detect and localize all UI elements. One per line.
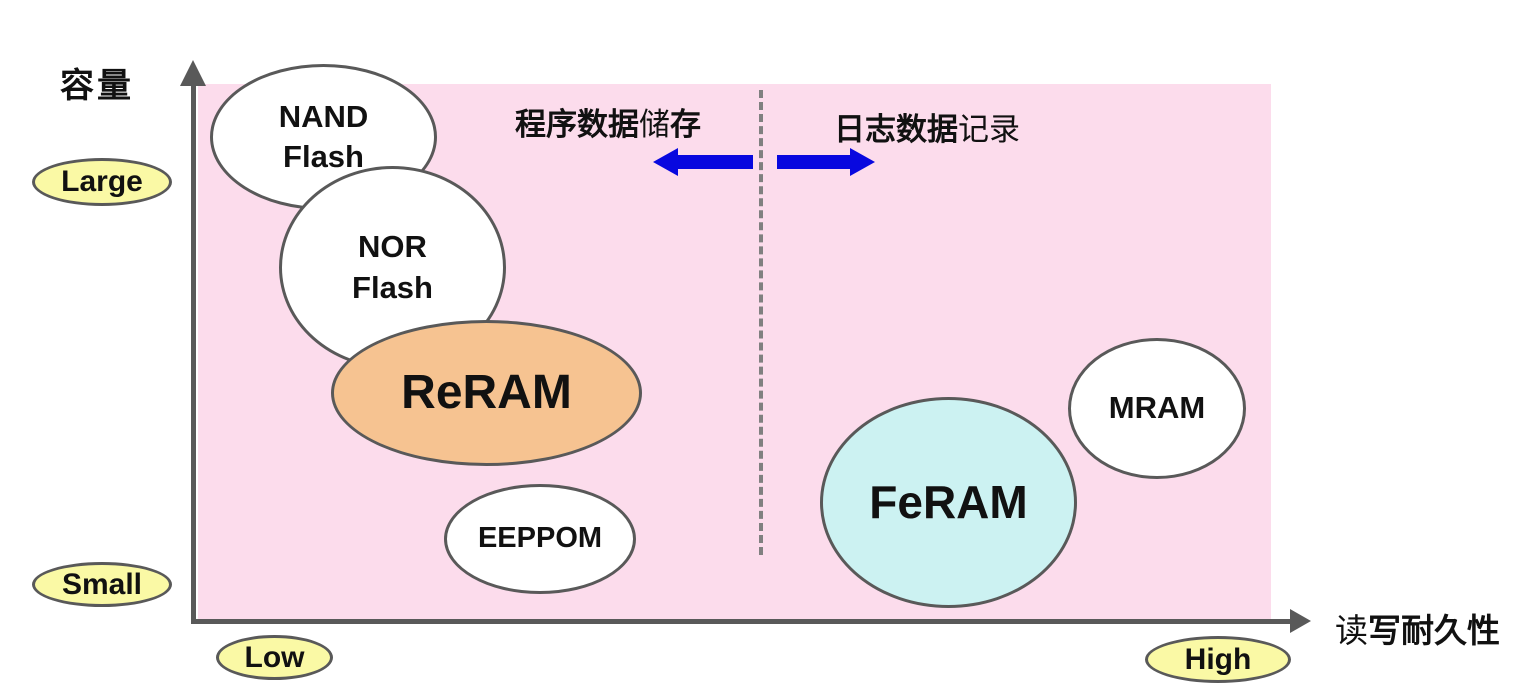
- badge-small: Small: [32, 562, 172, 607]
- region-left-bold-tail: 存: [670, 107, 701, 142]
- arrow-right-icon: [777, 148, 875, 176]
- node-feram: FeRAM: [820, 397, 1077, 608]
- x-axis-arrow-icon: [1290, 609, 1311, 633]
- node-eeppom: EEPPOM: [444, 484, 636, 594]
- region-left-bold-part: 程序数据: [515, 107, 639, 142]
- node-nand-flash-label: NAND Flash: [278, 98, 369, 174]
- region-divider-dashed-line: [759, 90, 763, 555]
- y-axis-arrow-icon: [180, 60, 206, 86]
- x-axis-title: 读写耐久性: [1335, 604, 1500, 652]
- region-label-log-data-recording: 日志数据记录: [834, 104, 1020, 149]
- node-reram: ReRAM: [331, 320, 642, 466]
- node-feram-label: FeRAM: [869, 475, 1028, 528]
- node-mram: MRAM: [1068, 338, 1246, 479]
- arrow-right-head: [850, 148, 875, 176]
- arrow-left-icon: [653, 148, 753, 176]
- node-eeppom-label: EEPPOM: [477, 522, 603, 555]
- badge-low: Low: [216, 635, 333, 680]
- arrow-left-shaft: [675, 155, 753, 169]
- region-right-bold-part: 日志数据: [834, 112, 958, 147]
- node-reram-label: ReRAM: [401, 365, 572, 419]
- node-mram-label: MRAM: [1108, 390, 1206, 426]
- x-axis-title-bold-part: 写耐久性: [1368, 612, 1500, 649]
- y-axis-title: 容量: [60, 67, 134, 105]
- badge-large: Large: [32, 158, 172, 206]
- region-label-program-data-storage: 程序数据储存: [515, 99, 701, 144]
- region-left-light-part: 储: [639, 107, 670, 142]
- badge-high: High: [1145, 636, 1291, 683]
- node-nor-flash-label: NOR Flash: [352, 229, 433, 305]
- x-axis-title-regular-part: 读: [1335, 612, 1368, 649]
- arrow-right-shaft: [777, 155, 853, 169]
- x-axis-line: [191, 619, 1292, 624]
- arrow-left-head: [653, 148, 678, 176]
- region-right-light-part: 记录: [958, 112, 1020, 147]
- y-axis-line: [191, 82, 196, 624]
